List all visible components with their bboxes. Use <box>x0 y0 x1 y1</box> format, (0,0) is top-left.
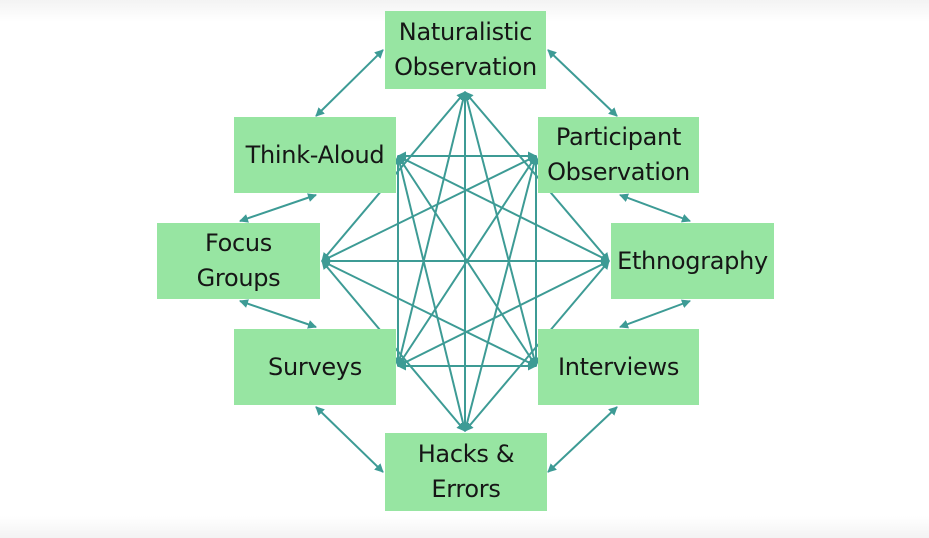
node-label-line: Interviews <box>557 352 680 381</box>
node-focus-groups: Focus Groups <box>157 223 320 299</box>
link-participant-ethnography <box>619 193 691 223</box>
link-naturalistic-participant <box>547 49 618 117</box>
node-label-line: Observation <box>547 158 690 186</box>
node-hacks-and-errors: Hacks & Errors <box>385 433 547 511</box>
node-label-line: Ethnography <box>617 246 768 275</box>
node-label-line: Naturalistic <box>398 18 533 46</box>
node-label-line: Focus <box>204 229 273 257</box>
node-ethnography: Ethnography <box>611 223 774 299</box>
link-interviews-hacks <box>547 406 618 473</box>
link-hacks-think <box>395 155 468 432</box>
node-participant-observation: Participant Observation <box>538 117 699 193</box>
link-think-naturalistic <box>315 49 384 117</box>
link-hacks-surveys <box>315 406 384 473</box>
node-label-line: Participant <box>555 123 682 151</box>
node-naturalistic-observation: Naturalistic Observation <box>385 11 546 89</box>
link-focus-think <box>239 193 317 223</box>
node-interviews: Interviews <box>538 329 699 405</box>
node-label-line: Hacks & <box>417 440 515 468</box>
node-label-line: Groups <box>196 264 281 292</box>
link-surveys-focus <box>239 299 317 329</box>
node-think-aloud: Think-Aloud <box>234 117 396 193</box>
node-label-line: Errors <box>431 475 501 503</box>
node-label-line: Observation <box>394 53 537 81</box>
node-surveys: Surveys <box>234 329 396 405</box>
link-ethnography-interviews <box>619 299 691 329</box>
node-label-line: Think-Aloud <box>245 140 385 169</box>
node-label-line: Surveys <box>268 352 362 381</box>
